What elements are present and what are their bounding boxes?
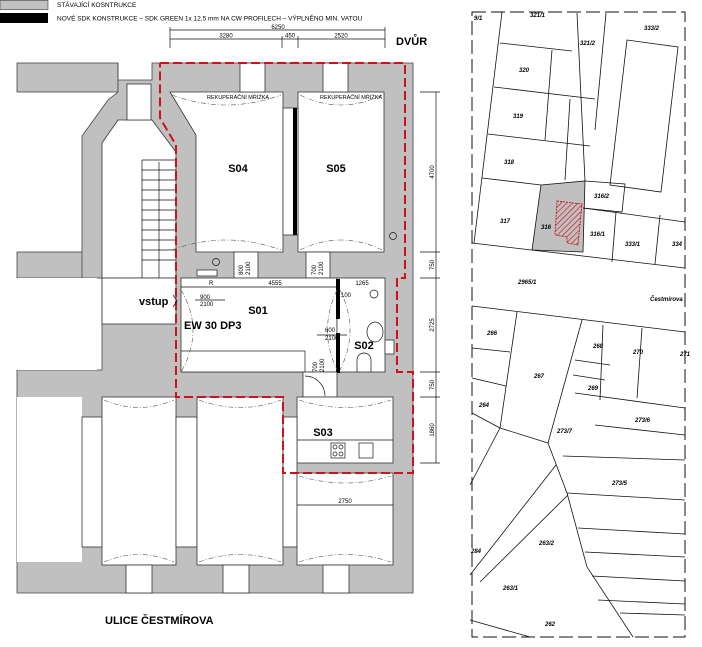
svg-text:750: 750 [430,379,436,390]
entrance-arrow-icon [172,294,178,308]
svg-text:268: 268 [592,344,604,350]
svg-text:316/1: 316/1 [590,232,606,238]
radiator-icon [196,269,218,277]
svg-text:316: 316 [541,225,552,231]
svg-text:317: 317 [500,219,511,225]
svg-text:334: 334 [672,242,683,248]
svg-text:321/1: 321/1 [530,13,546,19]
dim-s03-bottom: 2750 [338,499,352,505]
door-d3: 900 2100 [195,295,225,308]
svg-text:262: 262 [544,622,556,628]
svg-text:600: 600 [325,328,336,334]
street-label: ULICE ČESTMÍROVA [105,614,214,627]
svg-text:319: 319 [513,114,524,120]
svg-text:284: 284 [470,549,482,555]
svg-text:333/2: 333/2 [644,26,660,32]
drain-icon [389,232,397,240]
door-d2: 700 2100 [312,261,325,275]
legend-existing-label: STÁVAJÍCÍ KOSNTRUKCE [57,0,137,9]
svg-text:273/5: 273/5 [611,481,628,487]
cooktop-icon [330,442,346,459]
svg-text:4700: 4700 [430,165,436,179]
svg-text:318: 318 [504,160,515,166]
door-d1: 800 2100 [239,261,252,275]
svg-text:273/6: 273/6 [634,418,651,424]
room-label-s01: S01 [248,305,268,317]
legend-swatch-existing [0,0,49,10]
svg-text:750: 750 [430,259,436,270]
dim-corridor: 4555 [268,281,282,287]
project-site-hatch [554,200,583,246]
dim-total-top: 6250 [271,25,285,31]
drain-icon-2 [212,258,220,266]
entrance-label: vstup [139,296,169,308]
svg-text:9/1: 9/1 [474,16,483,22]
room-label-s03: S03 [313,427,333,439]
svg-text:2100: 2100 [325,336,339,342]
svg-text:267: 267 [533,374,545,380]
grille-label-2: REKUPERAČNÍ MŘÍŽKA [320,93,382,101]
right-dimensions: 4700 750 2725 750 1860 [420,91,440,464]
sink-icon [358,442,374,459]
svg-text:800: 800 [239,264,245,275]
dim-wc: 1265 [355,281,369,287]
svg-text:271: 271 [679,352,691,358]
fire-door-label: EW 30 DP3 [184,320,241,332]
svg-text:266: 266 [486,331,498,337]
svg-text:320: 320 [519,68,530,74]
svg-text:2100: 2100 [319,261,325,275]
svg-text:263/2: 263/2 [538,541,555,547]
svg-text:263/1: 263/1 [502,586,519,592]
map-street-label: Čestmírova [650,295,683,303]
project-boundary [159,62,414,474]
floor-plan [16,62,414,594]
dim-top-2: 450 [285,34,296,40]
radiator-label: R [209,281,214,287]
svg-text:321/2: 321/2 [580,41,596,47]
parcel-labels: 9/1 321/1 321/2 333/2 320 319 318 317 31… [470,13,691,628]
svg-text:2725: 2725 [430,318,436,332]
door-d5: 700 2100 [313,358,326,372]
legend-new-label: NOVÉ SDK KONSTRUKCE – SDK GREEN 1x 12,5 … [57,14,363,23]
svg-text:700: 700 [313,361,319,372]
new-partition [293,108,297,235]
svg-text:333/1: 333/1 [625,242,641,248]
staircase [141,159,176,278]
svg-text:2965/1: 2965/1 [517,280,537,286]
dim-wc-small: 100 [341,293,352,299]
svg-text:700: 700 [312,264,318,275]
cadastral-map: 9/1 321/1 321/2 333/2 320 319 318 317 31… [469,11,691,638]
svg-text:273/7: 273/7 [556,429,573,435]
room-label-s04: S04 [228,163,248,175]
svg-text:269: 269 [587,386,599,392]
svg-text:2100: 2100 [200,302,214,308]
legend-swatch-new [0,13,48,23]
svg-text:264: 264 [478,403,490,409]
door-d4: 600 2100 [317,328,347,342]
svg-text:1860: 1860 [430,423,436,437]
dim-top-1: 3280 [219,34,233,40]
svg-text:270: 270 [632,350,644,356]
map-frame [471,11,686,638]
svg-text:900: 900 [200,295,211,301]
courtyard-label: DVŮR [396,34,427,48]
dim-top-3: 2520 [334,34,348,40]
room-label-s05: S05 [326,163,346,175]
grille-label-1: REKUPERAČNÍ MŘÍŽKA [207,93,269,101]
svg-text:316/2: 316/2 [594,194,610,200]
svg-text:2100: 2100 [320,358,326,372]
room-label-s02: S02 [354,340,374,352]
legend: STÁVAJÍCÍ KOSNTRUKCE NOVÉ SDK KONSTRUKCE… [0,0,363,23]
svg-text:2100: 2100 [246,261,252,275]
room-s02 [336,277,386,373]
top-dimensions: 6250 3280 450 2520 [169,25,386,48]
